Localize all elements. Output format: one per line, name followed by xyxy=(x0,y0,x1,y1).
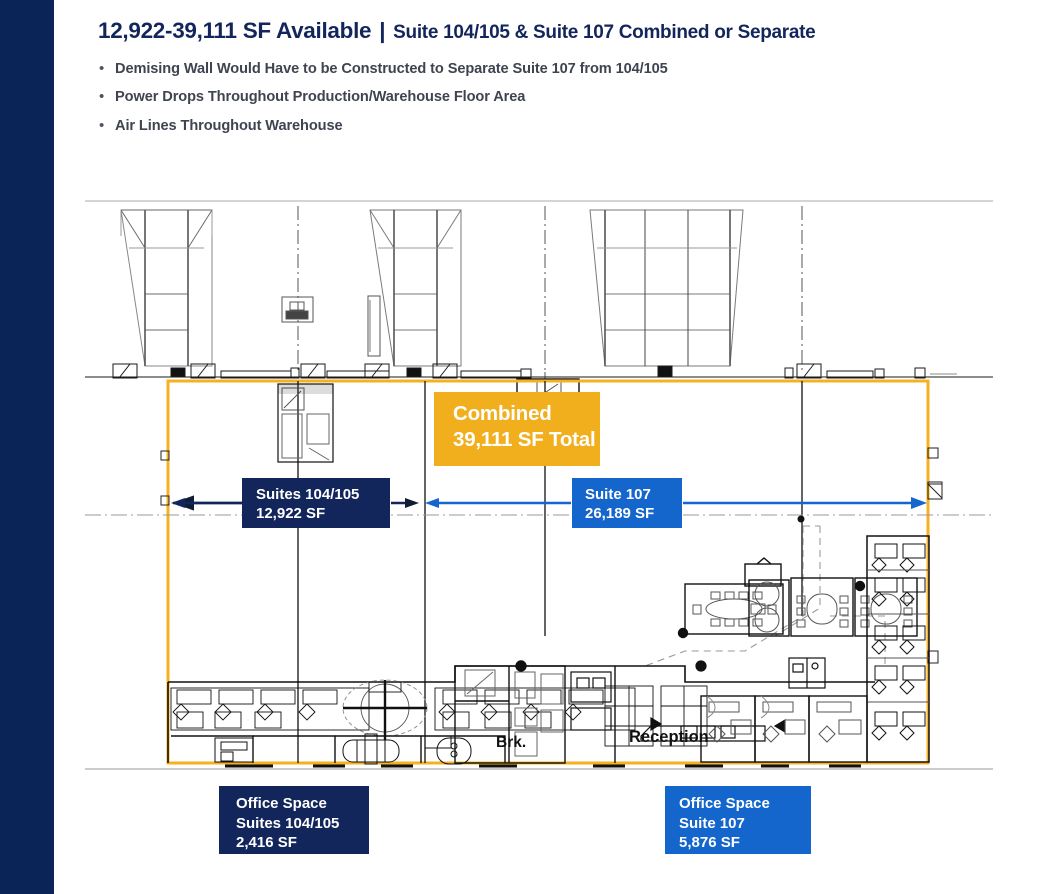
callout-office-suites-104-105: Office Space Suites 104/105 2,416 SF xyxy=(219,786,369,854)
callout-office-suite-107: Office Space Suite 107 5,876 SF xyxy=(665,786,811,854)
bullet-icon: • xyxy=(99,59,105,77)
callout-suite-107-line1: Suite 107 xyxy=(585,486,651,503)
list-item: • Demising Wall Would Have to be Constru… xyxy=(98,60,998,78)
callout-office-104-line3: 2,416 SF xyxy=(236,834,297,851)
callout-suites-104-105: Suites 104/105 12,922 SF xyxy=(242,478,390,528)
floor-plan-drawing xyxy=(85,196,995,796)
bullet-text: Air Lines Throughout Warehouse xyxy=(115,117,343,134)
list-item: • Power Drops Throughout Production/Ware… xyxy=(98,88,998,106)
callout-office-104-line1: Office Space xyxy=(236,795,327,812)
callout-suites-104-105-line2: 12,922 SF xyxy=(256,505,326,522)
callout-combined-line2: 39,111 SF Total xyxy=(453,427,596,451)
page-title-sub: Suite 104/105 & Suite 107 Combined or Se… xyxy=(393,22,816,43)
bullet-text: Power Drops Throughout Production/Wareho… xyxy=(115,89,526,106)
bullet-icon: • xyxy=(99,88,105,106)
page-title: 12,922-39,111 SF Available | Suite 104/1… xyxy=(98,18,998,44)
list-item: • Air Lines Throughout Warehouse xyxy=(98,117,998,135)
callout-office-104-line2: Suites 104/105 xyxy=(236,814,340,832)
bullet-text: Demising Wall Would Have to be Construct… xyxy=(115,60,668,77)
callout-suite-107-line2: 26,189 SF xyxy=(585,505,655,522)
page-title-separator: | xyxy=(379,18,386,43)
feature-bullet-list: • Demising Wall Would Have to be Constru… xyxy=(98,60,998,135)
header: 12,922-39,111 SF Available | Suite 104/1… xyxy=(98,18,998,145)
callout-combined-line1: Combined xyxy=(453,402,552,425)
bullet-icon: • xyxy=(99,116,105,134)
callout-office-107-line1: Office Space xyxy=(679,795,770,812)
callout-office-107-line2: Suite 107 xyxy=(679,814,745,832)
label-reception: Reception xyxy=(629,728,709,746)
callout-office-107-line3: 5,876 SF xyxy=(679,834,740,851)
callout-combined-area: Combined 39,111 SF Total xyxy=(434,392,600,466)
callout-suites-104-105-line1: Suites 104/105 xyxy=(256,486,360,503)
left-accent-rail xyxy=(0,0,54,894)
callout-suite-107: Suite 107 26,189 SF xyxy=(572,478,682,528)
page-title-main: 12,922-39,111 SF Available xyxy=(98,18,372,43)
label-break-room: Brk. xyxy=(496,734,527,751)
